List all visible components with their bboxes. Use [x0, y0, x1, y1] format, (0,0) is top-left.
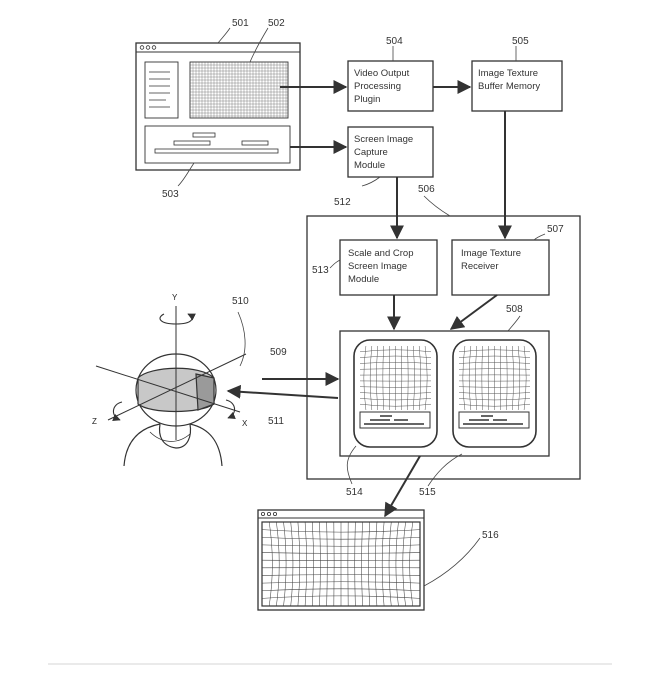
ref-512: 512 [334, 197, 351, 208]
ref-506: 506 [418, 184, 435, 195]
ref-513: 513 [312, 265, 329, 276]
left-eye-panel-bars [364, 415, 424, 425]
ref-503: 503 [162, 189, 179, 200]
ref-511: 511 [268, 416, 284, 427]
right-eye-panel-bars [463, 415, 523, 425]
output-window [257, 509, 425, 611]
ref-507: 507 [547, 224, 564, 235]
ref-515: 515 [419, 487, 436, 498]
sidebar-panel [144, 61, 179, 119]
user-with-headset [95, 306, 247, 467]
connector-arrows [226, 80, 512, 518]
ref-516: 516 [482, 530, 499, 541]
ref-514: 514 [346, 487, 363, 498]
video-region [189, 61, 289, 119]
ref-502: 502 [268, 18, 285, 29]
texture-receiver-box [451, 239, 550, 296]
desktop-window [135, 42, 301, 171]
axis-y-label: Y [172, 293, 178, 302]
axis-z-label: Z [92, 417, 97, 426]
ref-501: 501 [232, 18, 249, 29]
ref-505: 505 [512, 36, 529, 47]
axis-x-label: X [242, 419, 248, 428]
hmd-processor-box [306, 215, 581, 480]
ref-504: 504 [386, 36, 403, 47]
leader-lines [177, 27, 546, 587]
ref-508: 508 [506, 304, 523, 315]
lower-panel [144, 125, 291, 164]
screen-capture-box [347, 126, 434, 178]
texture-buffer-box [471, 60, 563, 112]
scale-crop-box [339, 239, 438, 296]
ref-510: 510 [232, 296, 249, 307]
ref-509: 509 [270, 347, 287, 358]
